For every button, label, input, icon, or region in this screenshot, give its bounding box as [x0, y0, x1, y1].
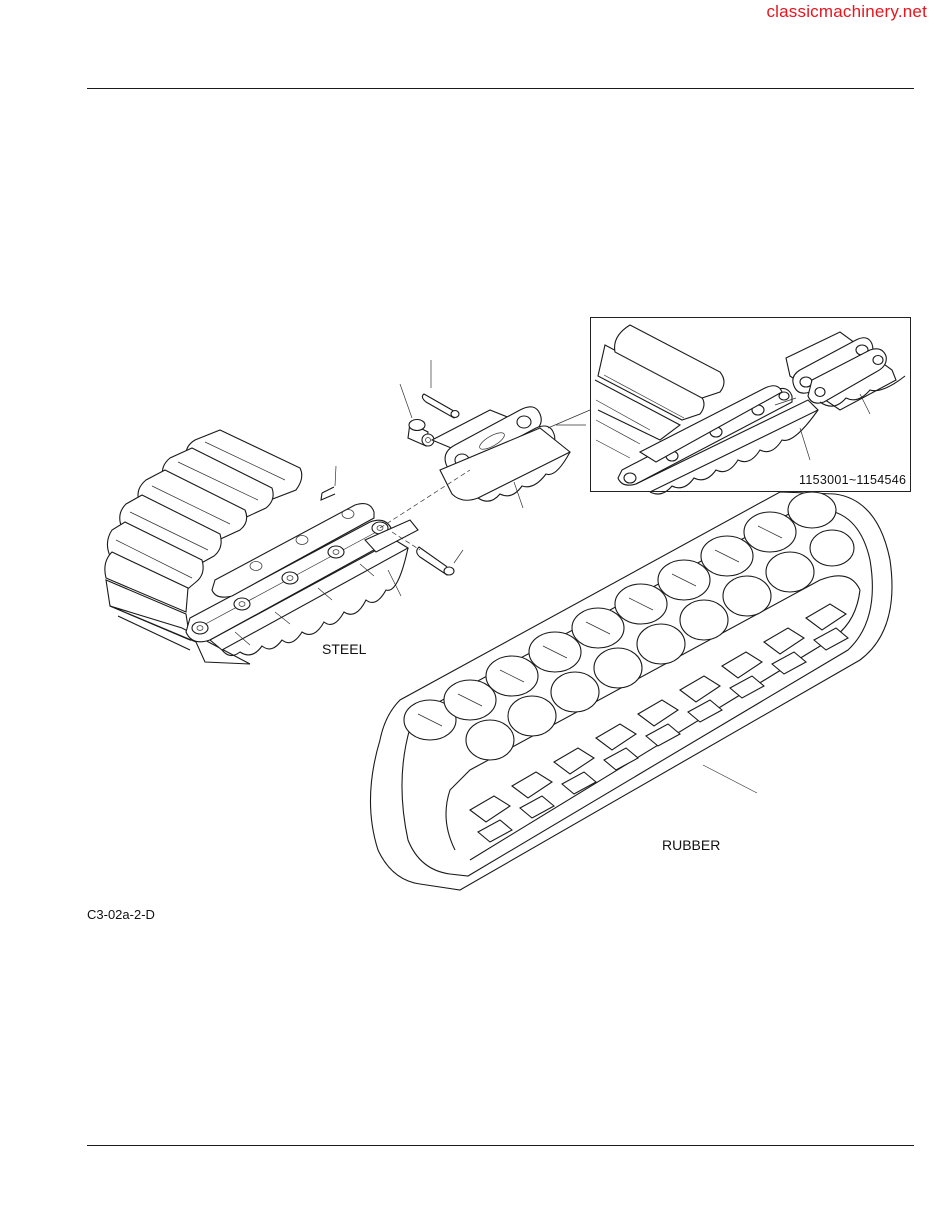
rubber-track-drawing	[369, 491, 893, 891]
footer-rule	[87, 1145, 914, 1146]
serial-range-label: 1153001~1154546	[799, 473, 907, 487]
serial-range-inset	[590, 317, 911, 492]
rubber-track-label: RUBBER	[662, 837, 721, 853]
steel-track-drawing	[104, 429, 464, 665]
exploded-parts-drawing	[379, 360, 591, 529]
inset-drawing	[594, 324, 906, 495]
watermark-link[interactable]: classicmachinery.net	[766, 2, 927, 21]
header-rule	[87, 88, 914, 89]
figure-code: C3-02a-2-D	[87, 907, 155, 922]
steel-track-label: STEEL	[322, 641, 367, 657]
